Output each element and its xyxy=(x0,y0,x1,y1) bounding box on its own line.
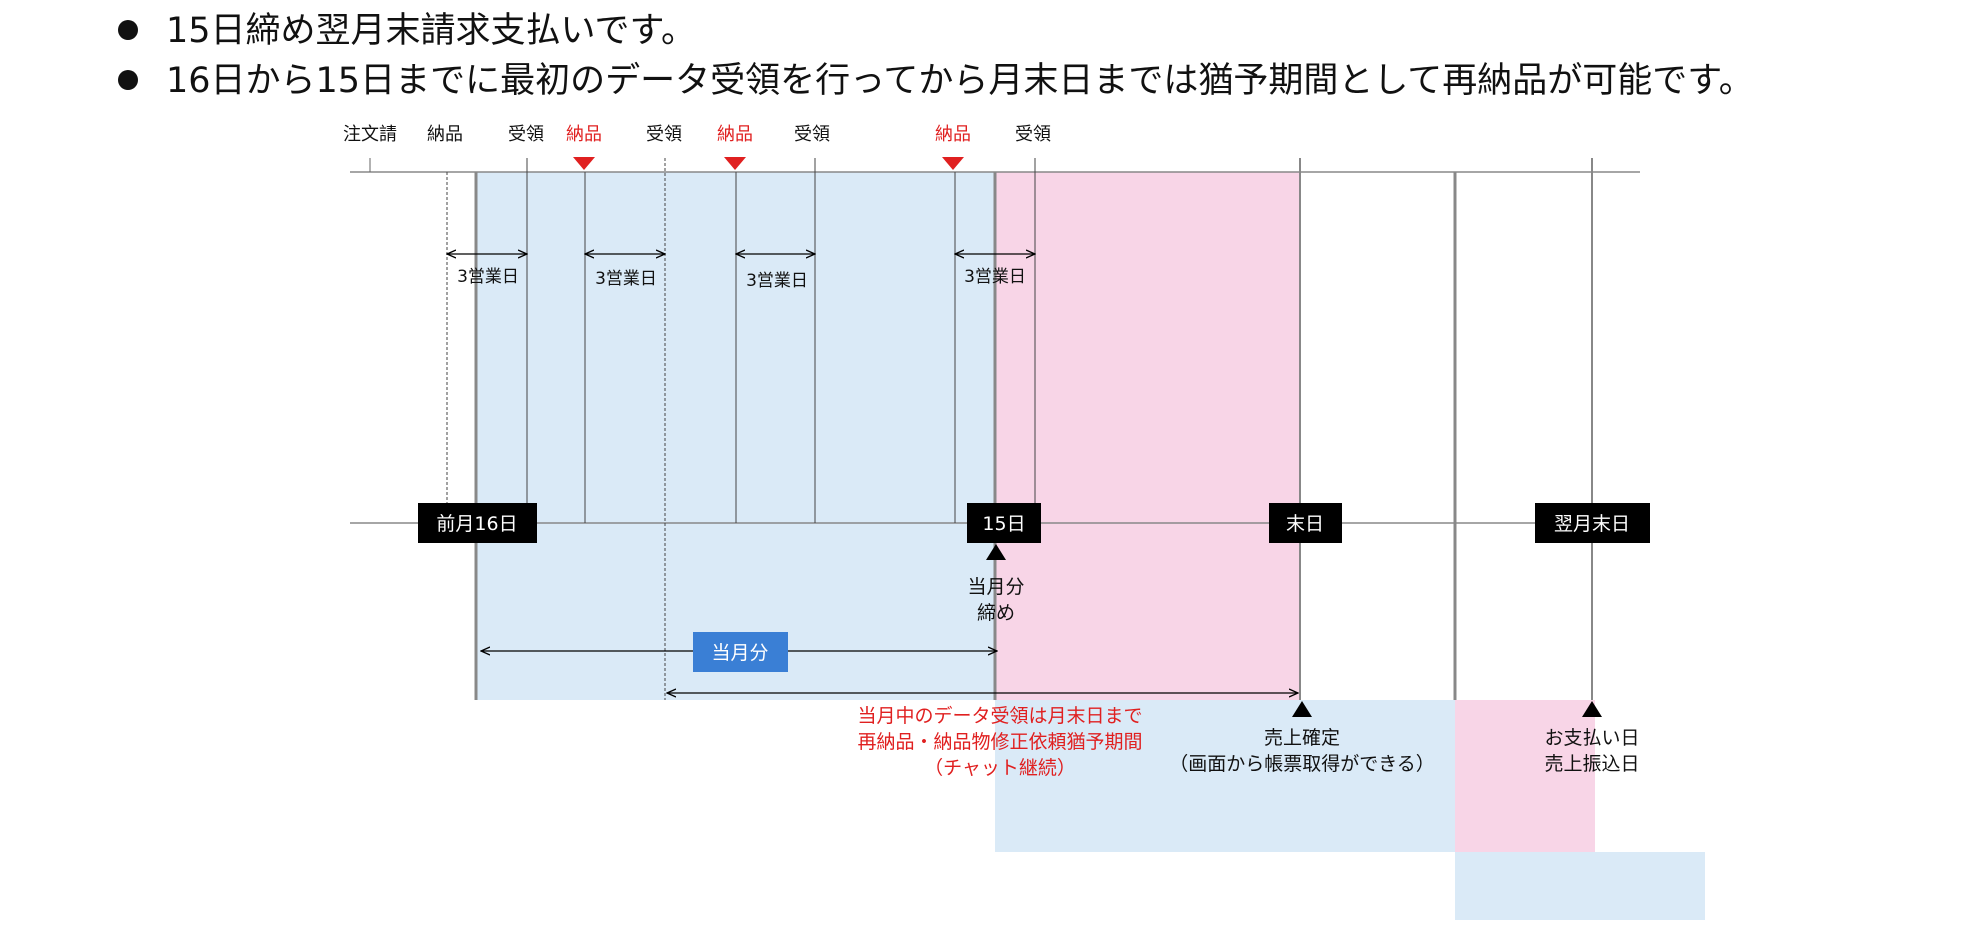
grace-note-line3: （チャット継続） xyxy=(924,757,1076,779)
redelivery-marker-icon xyxy=(942,157,964,170)
payment-marker-icon xyxy=(1582,701,1602,717)
order-label: 注文請 xyxy=(343,124,397,145)
date-label-month-end: 末日 xyxy=(1286,513,1324,535)
cutoff-marker-icon xyxy=(986,544,1006,560)
cutoff-label-line1: 当月分 xyxy=(967,576,1024,598)
bullet-list: 15日締め翌月末請求支払いです。 16日から15日までに最初のデータ受領を行って… xyxy=(118,6,1958,106)
bullet-text: 16日から15日までに最初のデータ受領を行ってから月末日までは猶予期間として再納… xyxy=(166,61,1754,101)
date-box-next-month-end xyxy=(1535,503,1650,543)
sales-confirm-line2: （画面から帳票取得ができる） xyxy=(1169,753,1435,775)
grace-period-band xyxy=(995,172,1300,700)
redelivery-label: 納品 xyxy=(717,124,753,145)
sales-confirm-band xyxy=(995,700,1455,852)
current-month-badge xyxy=(693,632,788,672)
bullet-dot-icon xyxy=(118,70,138,90)
date-label-next-month-end: 翌月末日 xyxy=(1554,513,1630,535)
date-box-prev16 xyxy=(418,503,537,543)
date-label-15th: 15日 xyxy=(982,513,1025,535)
span-label: 3営業日 xyxy=(964,267,1026,287)
redelivery-label: 納品 xyxy=(935,124,971,145)
current-month-badge-text: 当月分 xyxy=(711,642,768,664)
next-cycle-band xyxy=(1455,852,1705,920)
receipt-label: 受領 xyxy=(646,124,682,145)
redelivery-marker-icon xyxy=(724,157,746,170)
receipt-label: 受領 xyxy=(508,124,544,145)
bullet-item: 16日から15日までに最初のデータ受領を行ってから月末日までは猶予期間として再納… xyxy=(118,56,1958,106)
receipt-label: 受領 xyxy=(794,124,830,145)
payment-line1: お支払い日 xyxy=(1544,727,1639,749)
bullet-dot-icon xyxy=(118,20,138,40)
redelivery-marker-icon xyxy=(573,157,595,170)
span-label: 3営業日 xyxy=(746,271,808,291)
sales-confirm-line1: 売上確定 xyxy=(1264,727,1340,749)
grace-note-line2: 再納品・納品物修正依頼猶予期間 xyxy=(857,731,1142,753)
grace-note-line1: 当月中のデータ受領は月末日まで xyxy=(857,705,1142,727)
span-label: 3営業日 xyxy=(457,267,519,287)
date-label-prev16: 前月16日 xyxy=(436,513,517,535)
receipt-label: 受領 xyxy=(1015,124,1051,145)
redelivery-label: 納品 xyxy=(566,124,602,145)
span-label: 3営業日 xyxy=(595,269,657,289)
cutoff-label-line2: 締め xyxy=(977,602,1015,624)
date-box-15th xyxy=(967,503,1041,543)
payment-line2: 売上振込日 xyxy=(1544,753,1639,775)
bullet-item: 15日締め翌月末請求支払いです。 xyxy=(118,6,1958,56)
delivery-label: 納品 xyxy=(427,124,463,145)
bullet-text: 15日締め翌月末請求支払いです。 xyxy=(166,11,696,51)
sales-confirm-marker-icon xyxy=(1292,701,1312,717)
payment-band xyxy=(1455,700,1595,852)
date-box-month-end xyxy=(1269,503,1342,543)
